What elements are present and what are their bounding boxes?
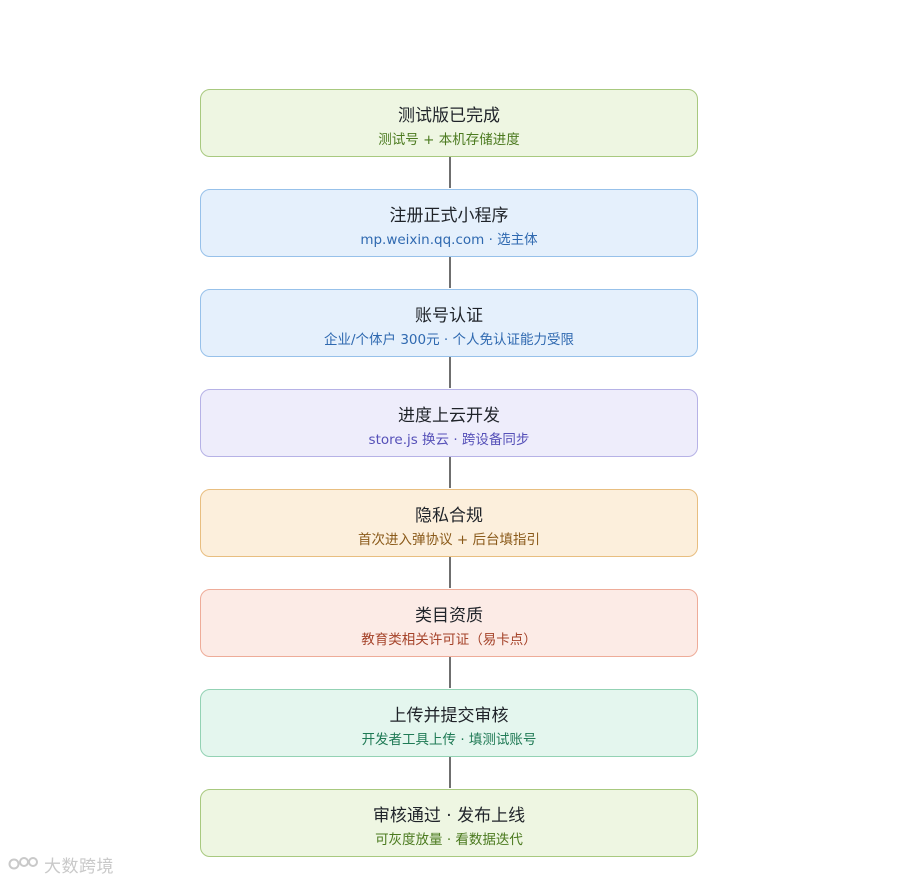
- connector-line: [449, 157, 451, 188]
- step-subtitle: 教育类相关许可证（易卡点）: [361, 632, 537, 648]
- step-title: 上传并提交审核: [389, 706, 509, 726]
- step-node-1: 测试版已完成 测试号 + 本机存储进度: [200, 89, 698, 157]
- brand-logo-icon: [8, 857, 38, 870]
- step-subtitle: store.js 换云 · 跨设备同步: [368, 432, 530, 448]
- step-node-6: 类目资质 教育类相关许可证（易卡点）: [200, 589, 698, 657]
- connector-line: [449, 557, 451, 588]
- step-title: 隐私合规: [415, 506, 483, 526]
- step-node-3: 账号认证 企业/个体户 300元 · 个人免认证能力受限: [200, 289, 698, 357]
- step-title: 账号认证: [415, 306, 483, 326]
- step-node-8: 审核通过 · 发布上线 可灰度放量 · 看数据迭代: [200, 789, 698, 857]
- step-title: 审核通过 · 发布上线: [372, 806, 526, 826]
- step-node-4: 进度上云开发 store.js 换云 · 跨设备同步: [200, 389, 698, 457]
- connector-line: [449, 257, 451, 288]
- step-title: 注册正式小程序: [389, 206, 509, 226]
- step-node-7: 上传并提交审核 开发者工具上传 · 填测试账号: [200, 689, 698, 757]
- connector-line: [449, 657, 451, 688]
- step-subtitle: 开发者工具上传 · 填测试账号: [361, 732, 537, 748]
- step-subtitle: 可灰度放量 · 看数据迭代: [375, 832, 523, 848]
- connector-line: [449, 457, 451, 488]
- step-subtitle: mp.weixin.qq.com · 选主体: [360, 232, 538, 248]
- step-subtitle: 测试号 + 本机存储进度: [378, 132, 520, 148]
- step-subtitle: 首次进入弹协议 + 后台填指引: [358, 532, 540, 548]
- watermark: 大数跨境: [8, 852, 114, 877]
- step-subtitle: 企业/个体户 300元 · 个人免认证能力受限: [324, 332, 574, 348]
- step-node-5: 隐私合规 首次进入弹协议 + 后台填指引: [200, 489, 698, 557]
- connector-line: [449, 757, 451, 788]
- watermark-text: 大数跨境: [44, 856, 114, 877]
- step-title: 进度上云开发: [398, 406, 500, 426]
- step-title: 类目资质: [415, 606, 483, 626]
- step-title: 测试版已完成: [398, 106, 500, 126]
- step-node-2: 注册正式小程序 mp.weixin.qq.com · 选主体: [200, 189, 698, 257]
- connector-line: [449, 357, 451, 388]
